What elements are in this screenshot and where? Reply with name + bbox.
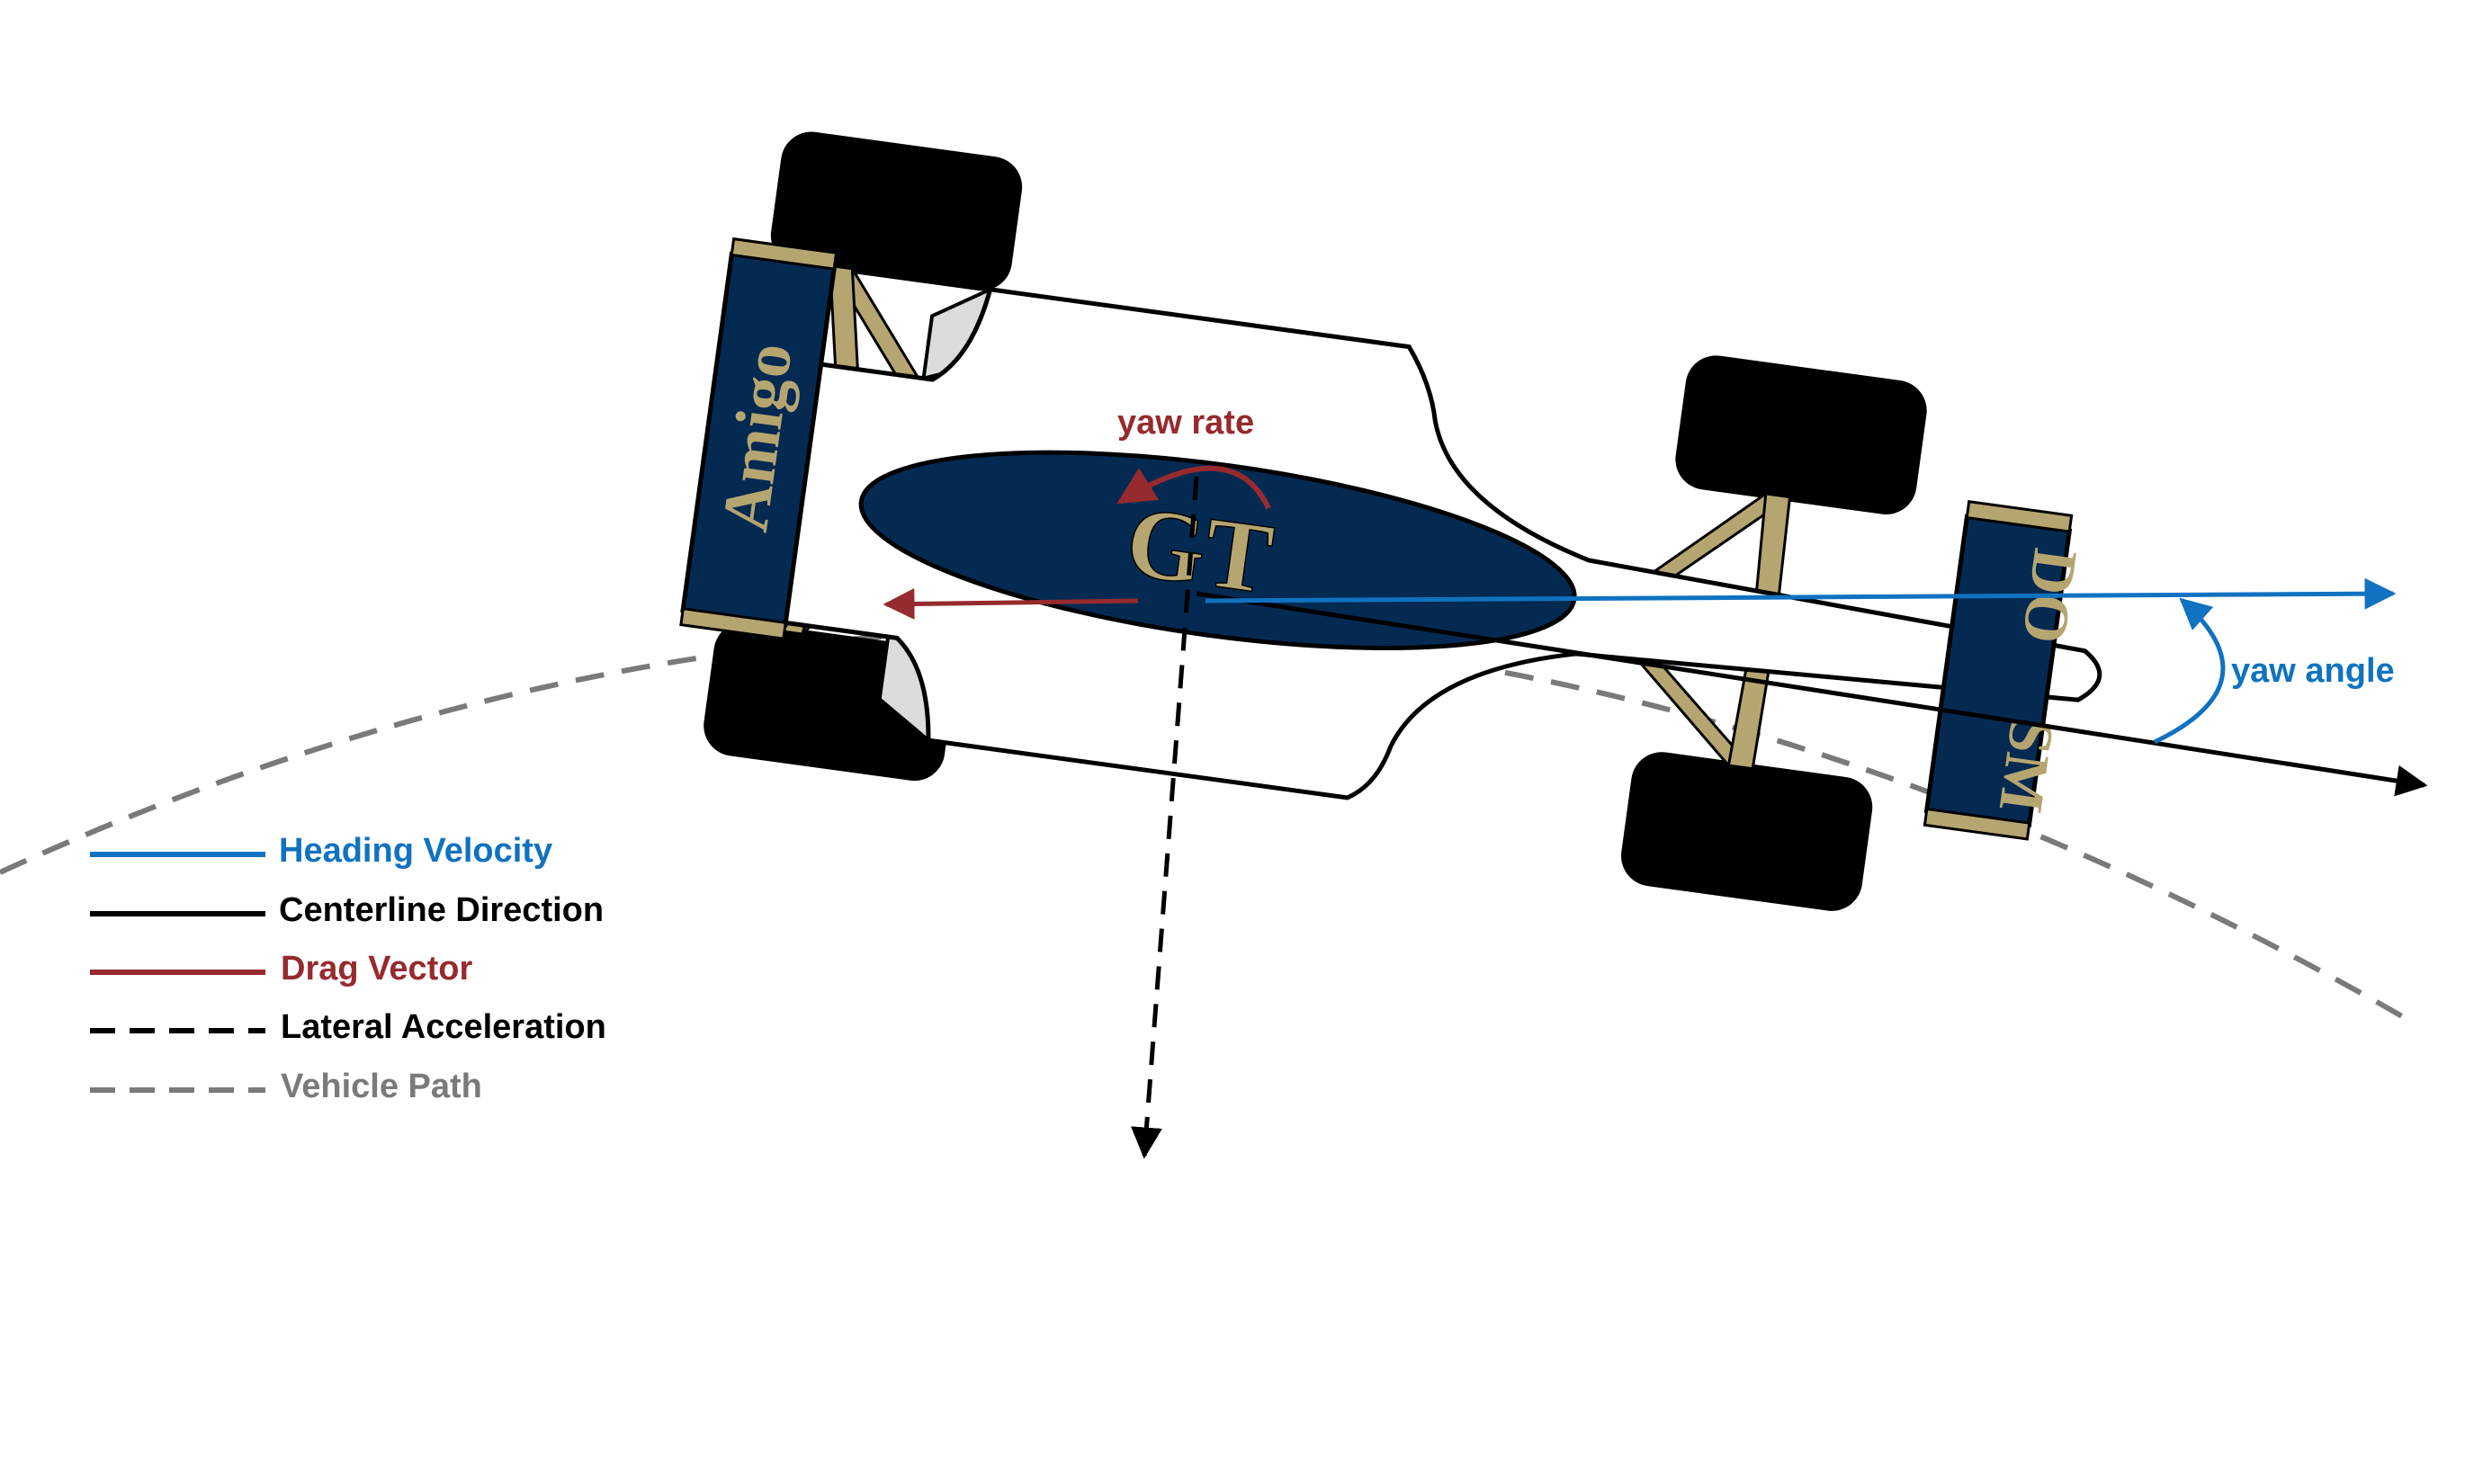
centerline-direction-arrow [1196, 591, 2428, 797]
legend-item-heading-velocity: Heading Velocity [90, 832, 552, 870]
legend-label-drag-vector: Drag Vector [281, 950, 473, 988]
legend-label-lateral-acceleration: Lateral Acceleration [281, 1008, 606, 1046]
lateral-acceleration-arrow [1130, 476, 1199, 1159]
legend-item-vehicle-path: Vehicle Path [90, 1068, 482, 1105]
front-left-tire [1675, 355, 1927, 514]
rear-left-tire [770, 131, 1023, 291]
drag-vector-arrow [883, 588, 1139, 621]
race-car: GT Amigo DO SM [679, 131, 2102, 911]
front-right-tire [1620, 752, 1873, 911]
yaw-angle-arc [2153, 597, 2226, 745]
legend-label-heading-velocity: Heading Velocity [279, 832, 552, 870]
legend-item-centerline-direction: Centerline Direction [90, 891, 604, 929]
yaw-rate-arc [1116, 465, 1271, 510]
legend: Heading Velocity Centerline Direction Dr… [90, 832, 606, 1105]
yaw-angle-label: yaw angle [2231, 652, 2395, 690]
legend-item-lateral-acceleration: Lateral Acceleration [90, 1008, 606, 1046]
heading-velocity-arrow [1205, 577, 2397, 610]
legend-item-drag-vector: Drag Vector [90, 950, 473, 988]
yaw-rate-label: yaw rate [1117, 404, 1254, 442]
legend-label-vehicle-path: Vehicle Path [281, 1068, 482, 1105]
rear-wing: Amigo [679, 237, 838, 640]
legend-label-centerline-direction: Centerline Direction [279, 891, 604, 929]
front-wing-text-lower: SM [1985, 714, 2067, 817]
